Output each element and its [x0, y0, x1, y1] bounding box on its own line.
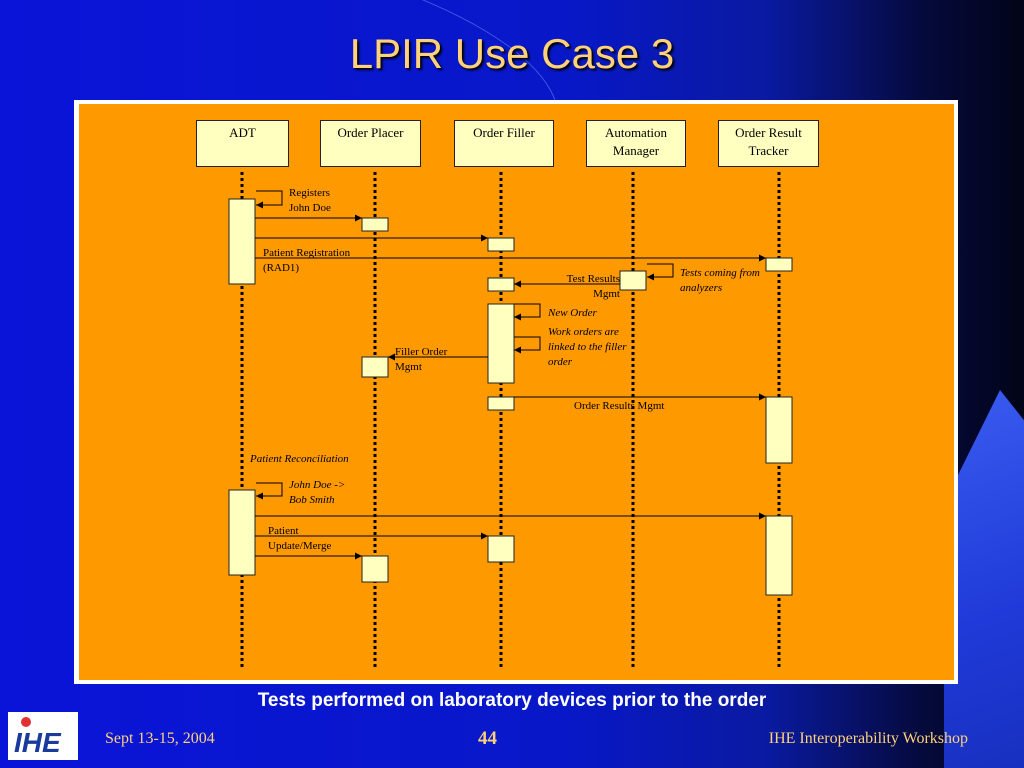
- activation-tracker-3: [765, 515, 793, 596]
- ihe-logo: IHE: [8, 712, 78, 760]
- slide-caption: Tests performed on laboratory devices pr…: [257, 690, 767, 711]
- page-number: 44: [478, 728, 497, 749]
- self-arrow-new-order: [514, 303, 541, 321]
- slide-title: LPIR Use Case 3: [349, 30, 675, 77]
- activation-adt-1: [228, 198, 256, 285]
- activation-automation-1: [619, 270, 647, 291]
- activation-filler-4: [487, 396, 515, 411]
- actor-automation-manager: Automation Manager: [586, 120, 686, 167]
- label-patient-reconciliation: Patient Reconciliation: [250, 453, 349, 465]
- self-arrow-tests-coming: [647, 263, 674, 281]
- diagram-panel: [79, 104, 954, 680]
- activation-placer-1: [361, 217, 389, 232]
- activation-placer-2: [361, 356, 389, 378]
- self-arrow-john-to-bob: [256, 482, 283, 500]
- activation-filler-2: [487, 277, 515, 292]
- footer-workshop: IHE Interoperability Workshop: [768, 730, 968, 747]
- actor-adt: ADT: [196, 120, 289, 167]
- label-work-orders: Work orders are linked to the filler ord…: [548, 326, 627, 368]
- actor-order-result-tracker: Order Result Tracker: [718, 120, 819, 167]
- activation-tracker-2: [765, 396, 793, 464]
- actor-order-placer: Order Placer: [320, 120, 421, 167]
- activation-tracker-1: [765, 257, 793, 272]
- activation-adt-2: [228, 489, 256, 576]
- activation-filler-1: [487, 237, 515, 252]
- activation-filler-3: [487, 303, 515, 384]
- label-tests-coming: Tests coming from analyzers: [680, 267, 760, 294]
- label-filler-order: Filler Order Mgmt: [395, 346, 448, 373]
- label-patient-update: Patient Update/Merge: [268, 525, 332, 552]
- label-registers: Registers John Doe: [289, 187, 331, 214]
- label-patient-registration: Patient Registration (RAD1): [263, 247, 351, 274]
- label-order-results: Order Results Mgmt: [574, 400, 665, 412]
- label-new-order: New Order: [548, 307, 597, 319]
- footer-date: Sept 13-15, 2004: [105, 730, 215, 747]
- label-test-results: Test Results Mgmt: [566, 273, 620, 300]
- activation-filler-5: [487, 535, 515, 563]
- svg-text:IHE: IHE: [14, 727, 62, 758]
- self-arrow-registers: [256, 190, 283, 209]
- self-arrow-work-orders: [514, 336, 541, 354]
- label-john-to-bob: John Doe -> Bob Smith: [289, 479, 346, 506]
- activation-placer-3: [361, 555, 389, 583]
- ihe-logo-icon: IHE: [14, 717, 62, 758]
- actor-order-filler: Order Filler: [454, 120, 554, 167]
